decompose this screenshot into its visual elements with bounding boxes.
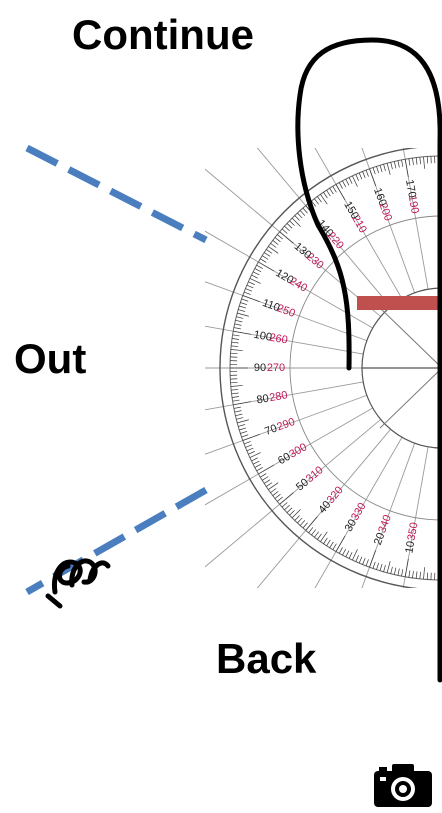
- back-label: Back: [216, 638, 316, 680]
- protractor-scale-number: 80: [256, 393, 270, 407]
- continue-label: Continue: [72, 14, 254, 56]
- protractor-scale-number: 270: [267, 362, 285, 374]
- knot-icon: [48, 561, 108, 606]
- out-label: Out: [14, 338, 86, 380]
- camera-icon[interactable]: [372, 762, 434, 808]
- dashed-line-upper: [27, 148, 206, 240]
- protractor-scale-number: 10: [403, 540, 417, 554]
- tongue-bar: [357, 296, 442, 310]
- protractor-scale-number: 90: [254, 362, 266, 374]
